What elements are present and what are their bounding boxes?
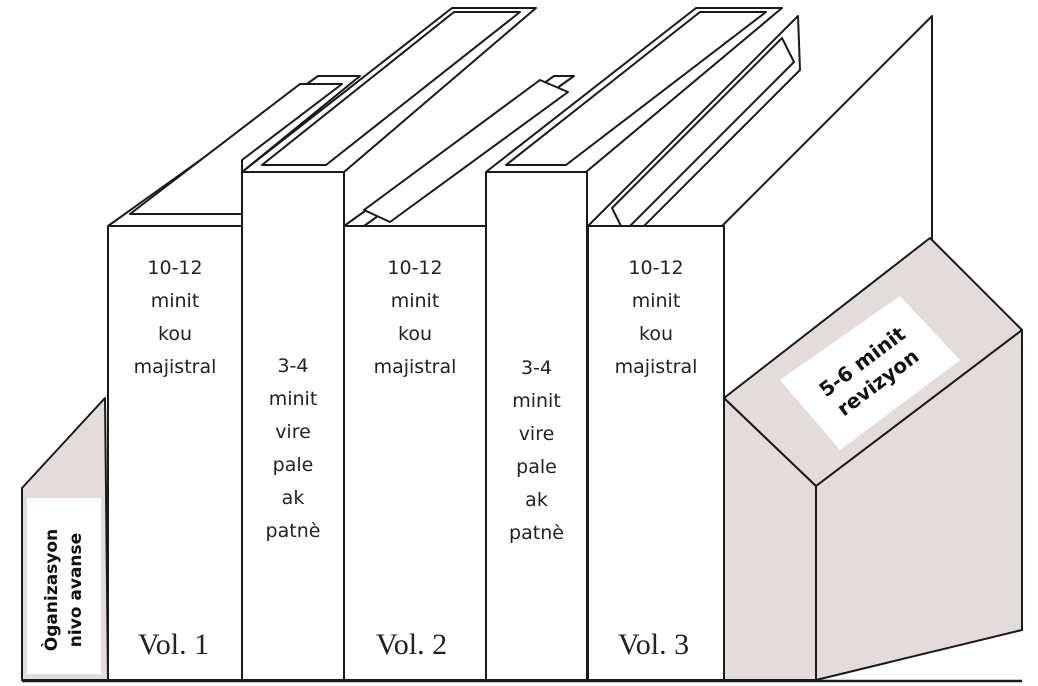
book-1-label: 10-12 minit kou majistral (108, 252, 242, 384)
spine-1-front (241, 171, 345, 681)
book-2-line-1: 10-12 (387, 257, 443, 279)
spine-2-front (485, 171, 588, 681)
spine-2-line-6: patnè (509, 522, 564, 544)
spine-1-line-4: pale (272, 454, 314, 476)
spine-2-line-3: vire (518, 423, 555, 445)
advance-organizer-line-1: Òganizasyon (42, 528, 62, 652)
spine-2-line-5: ak (525, 489, 548, 511)
book-2-volume: Vol. 2 (376, 628, 448, 661)
spine-1-line-3: vire (275, 421, 311, 443)
spine-1-line-5: ak (281, 487, 305, 509)
book-3-line-1: 10-12 (628, 257, 684, 279)
spine-2-label: 3-4 minit vire pale ak patnè (486, 352, 587, 550)
advance-organizer-label-box (27, 498, 101, 674)
book-2-label: 10-12 minit kou majistral (344, 252, 486, 384)
book-2-line-4: majistral (373, 356, 457, 378)
spine-1-label: 3-4 minit vire pale ak patnè (242, 350, 344, 548)
book-1-line-3: kou (158, 323, 192, 345)
book-2-line-2: minit (390, 290, 440, 312)
book-3-label: 10-12 minit kou majistral (588, 252, 724, 384)
book-3-volume: Vol. 3 (618, 628, 690, 661)
book-2-line-3: kou (398, 323, 432, 345)
book-3-front (587, 225, 725, 681)
book-3-line-2: minit (631, 290, 681, 312)
book-1-line-4: majistral (133, 356, 217, 378)
book-3-line-4: majistral (614, 356, 698, 378)
book-1-line-2: minit (150, 290, 200, 312)
spine-2-line-4: pale (516, 456, 557, 478)
review-bookend (723, 237, 1023, 681)
review-label-box (780, 296, 960, 450)
book-2 (343, 75, 575, 681)
book-1-volume: Vol. 1 (138, 628, 210, 661)
spine-1-line-2: minit (268, 388, 318, 410)
spine-2-line-1: 3-4 (520, 357, 553, 379)
advance-organizer-line-2: nivo avanse (66, 532, 86, 648)
spine-1-line-1: 3-4 (277, 355, 309, 377)
spine-2-line-2: minit (512, 390, 561, 412)
book-1-line-1: 10-12 (147, 257, 203, 279)
book-1 (107, 75, 361, 681)
spine-1-line-6: patnè (265, 520, 321, 542)
book-2-front (343, 225, 487, 681)
advance-organizer-bookend (21, 397, 109, 681)
book-3-line-3: kou (639, 323, 673, 345)
spine-1 (241, 7, 537, 681)
advance-organizer-label: Òganizasyon nivo avanse (40, 502, 88, 678)
spine-2 (485, 7, 783, 681)
book-1-front (107, 225, 243, 681)
